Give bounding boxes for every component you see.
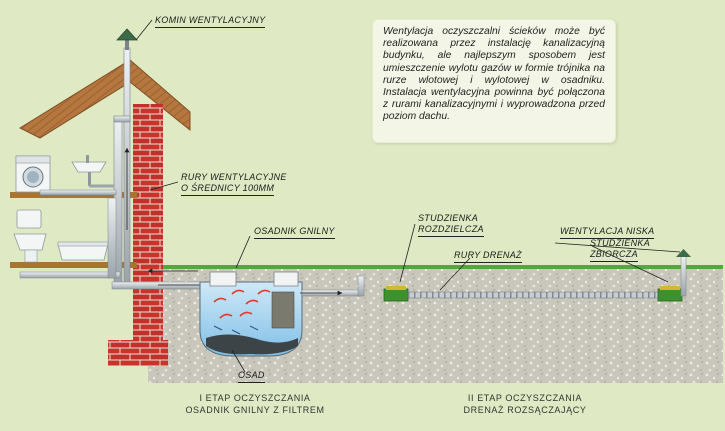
label-osad: OSAD [238,370,265,383]
roof [18,59,191,139]
sludge-layer [206,334,298,355]
filter [271,291,295,329]
collection-chamber-lid [660,286,680,290]
label-osadnik: OSADNIK GNILNY [254,226,335,239]
label-studzienka-rozdz-1: STUDZIENKA [418,213,479,223]
stage2-line1: II ETAP OCZYSZCZANIA [467,393,583,403]
washing-machine-icon [15,155,51,193]
label-wentylacja-niska: WENTYLACJA NISKA [560,226,655,239]
sink-icon [71,155,114,188]
flow-arrow-icon [213,325,259,335]
vent-cap-icon [116,28,138,50]
toilet-icon [13,209,47,263]
drainage-pipe [407,291,659,299]
label-rury-wentylacyjne-2: O ŚREDNICY 100MM [181,183,275,196]
collection-chamber [657,288,683,302]
label-rury-drenaz: RURY DRENAŻ [454,250,522,263]
stage1-caption: I ETAP OCZYSZCZANIA OSADNIK GNILNY Z FIL… [170,392,340,416]
brick-foundation [108,340,168,366]
info-box: Wentylacja oczyszczalni ścieków może być… [372,19,616,143]
lower-floor-shelf [10,262,137,268]
distribution-chamber [383,288,409,302]
flow-arrow-icon [213,289,271,319]
leader-lines [135,19,681,373]
label-studzienka-zb-2: ZBIORCZA [590,249,638,262]
label-studzienka-zb-1: STUDZIENKA [590,238,651,248]
distribution-chamber-lid [386,286,406,290]
label-studzienka-rozdz-2: ROZDZIELCZA [418,224,484,237]
stage2-caption: II ETAP OCZYSZCZANIA DRENAŻ ROZSĄCZAJĄCY [445,392,605,416]
label-komin: KOMIN WENTYLACYJNY [155,15,266,28]
grass-line [148,265,723,269]
stage1-line1: I ETAP OCZYSZCZANIA [199,393,311,403]
brick-wall [133,104,163,366]
vent-cap-icon [676,249,691,257]
bathtub-icon [57,241,109,261]
stage2-line2: DRENAŻ ROZSĄCZAJĄCY [463,405,587,415]
stage1-line2: OSADNIK GNILNY Z FILTREM [185,405,325,415]
label-rury-wentylacyjne-1: RURY WENTYLACYJNE [181,172,287,182]
low-vent-pipe [680,255,687,297]
